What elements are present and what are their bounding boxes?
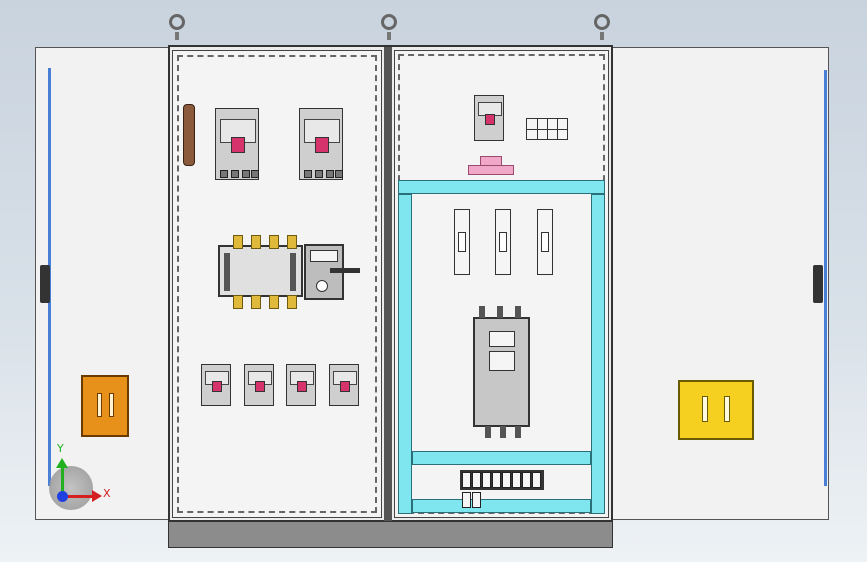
circuit-breaker-icon[interactable]	[299, 108, 343, 180]
triad-z-dot	[57, 491, 68, 502]
frame-left-rail	[398, 194, 412, 514]
lifting-eye-icon	[594, 14, 610, 30]
circuit-breaker-icon[interactable]	[329, 364, 359, 406]
triad-y-axis	[61, 466, 64, 494]
drive-terminal	[515, 426, 521, 438]
drive-terminal	[479, 306, 485, 318]
switch-terminal	[287, 295, 297, 309]
busbar-distribution	[468, 165, 514, 175]
circuit-breaker-icon[interactable]	[215, 108, 259, 180]
triad-y-label: Y	[57, 442, 64, 455]
switch-terminal	[233, 235, 243, 249]
left-door[interactable]	[35, 47, 169, 520]
earth-bar	[183, 104, 195, 166]
lifting-eye-icon	[169, 14, 185, 30]
lifting-eye-stem	[600, 32, 604, 40]
switch-terminal	[251, 235, 261, 249]
frame-right-rail	[591, 194, 605, 514]
triad-origin	[49, 466, 93, 510]
switch-terminal	[233, 295, 243, 309]
drive-terminal	[515, 306, 521, 318]
triad-x-axis	[64, 495, 94, 498]
cabinet-center-divider	[384, 47, 392, 521]
triad-y-arrow	[56, 458, 68, 468]
triad-x-label: X	[103, 487, 111, 500]
switch-terminal	[251, 295, 261, 309]
drive-terminal	[500, 426, 506, 438]
switch-terminal	[269, 295, 279, 309]
switch-operator-box[interactable]	[304, 244, 344, 300]
circuit-breaker-icon[interactable]	[474, 95, 504, 141]
switch-handle[interactable]	[330, 268, 360, 273]
left-door-hinge	[40, 265, 50, 303]
frame-middle-rail	[412, 451, 591, 465]
lifting-eye-icon	[381, 14, 397, 30]
drive-terminal	[497, 306, 503, 318]
switch-terminal	[287, 235, 297, 249]
triad-x-arrow	[92, 490, 102, 502]
relay-block[interactable]	[526, 118, 568, 140]
drive-terminal	[485, 426, 491, 438]
frame-bottom-rail	[412, 499, 591, 513]
drive-display	[489, 331, 515, 347]
terminal-block-icon[interactable]	[460, 470, 544, 508]
right-door[interactable]	[611, 47, 829, 520]
drive-keypad[interactable]	[489, 351, 515, 371]
door-handle-icon[interactable]	[678, 380, 754, 440]
soft-starter-icon[interactable]	[473, 317, 530, 427]
changeover-switch-icon[interactable]	[218, 245, 303, 297]
left-plate-perforation	[177, 55, 377, 513]
door-handle-icon[interactable]	[81, 375, 129, 437]
fuse-holder-icon[interactable]	[495, 209, 511, 275]
lifting-eye-stem	[175, 32, 179, 40]
circuit-breaker-icon[interactable]	[286, 364, 316, 406]
fuse-holder-icon[interactable]	[454, 209, 470, 275]
circuit-breaker-icon[interactable]	[244, 364, 274, 406]
right-door-hinge	[813, 265, 823, 303]
circuit-breaker-icon[interactable]	[201, 364, 231, 406]
frame-top-rail	[398, 180, 605, 194]
cabinet-plinth	[168, 521, 613, 548]
switch-terminal	[269, 235, 279, 249]
lifting-eye-stem	[387, 32, 391, 40]
right-door-earth-wire	[824, 70, 827, 486]
fuse-holder-icon[interactable]	[537, 209, 553, 275]
